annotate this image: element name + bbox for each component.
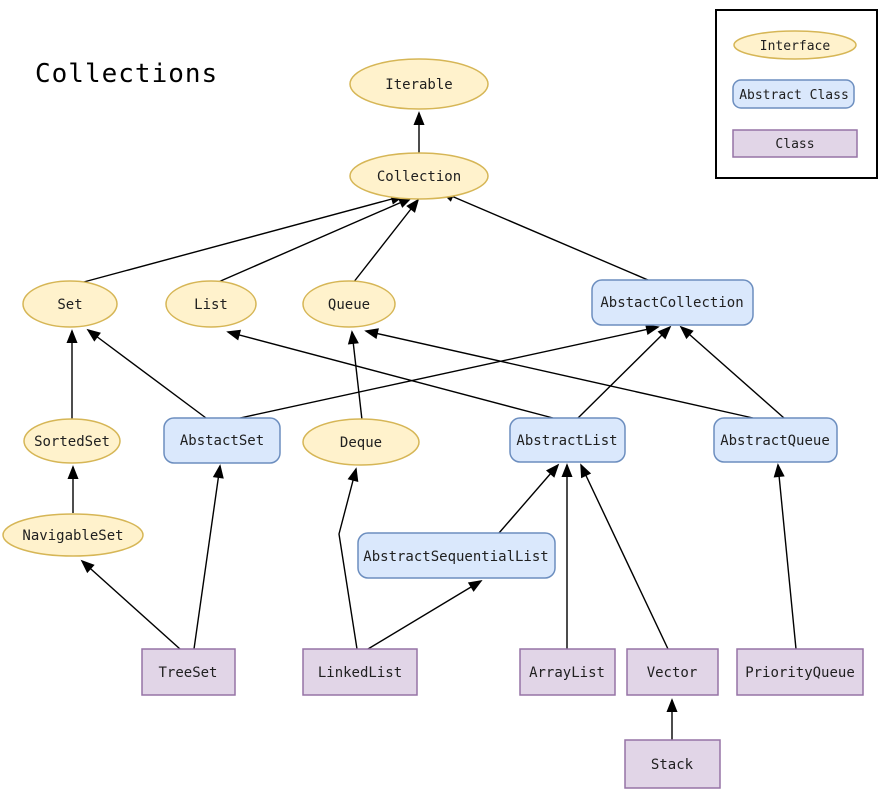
edge-abstactset-to-abstactcollection — [239, 324, 660, 419]
node-abstractqueue[interactable]: AbstractQueue — [713, 417, 838, 463]
edge-vector-to-abstractlist — [580, 463, 669, 650]
legend-interface-shape — [733, 30, 857, 60]
node-iterable-label: Iterable — [385, 77, 452, 93]
node-abstractlist-label: AbstractList — [516, 433, 617, 449]
node-stack[interactable]: Stack — [624, 739, 721, 789]
legend-abstract-class-shape — [732, 79, 855, 109]
node-arraylist-label: ArrayList — [529, 665, 605, 681]
node-collection[interactable]: Collection — [349, 152, 489, 200]
edge-priorityqueue-to-abstractqueue — [773, 463, 797, 650]
legend: Interface Abstract Class Class — [715, 9, 878, 179]
edge-abstractlist-to-list — [226, 329, 554, 419]
node-linkedlist[interactable]: LinkedList — [302, 648, 418, 696]
node-arraylist[interactable]: ArrayList — [519, 648, 616, 696]
node-abstactset[interactable]: AbstactSet — [163, 417, 281, 464]
node-list-label: List — [194, 297, 228, 313]
edge-abstactcollection-to-collection — [440, 191, 649, 281]
legend-abstract-class-label: Abstract Class — [739, 88, 849, 103]
node-navigableset[interactable]: NavigableSet — [2, 513, 144, 557]
node-linkedlist-label: LinkedList — [318, 665, 402, 681]
node-iterable[interactable]: Iterable — [349, 58, 489, 110]
node-deque[interactable]: Deque — [302, 418, 420, 466]
node-collection-label: Collection — [377, 169, 461, 185]
node-stack-label: Stack — [651, 757, 694, 773]
node-vector[interactable]: Vector — [626, 648, 719, 696]
node-list[interactable]: List — [165, 280, 257, 328]
node-queue[interactable]: Queue — [302, 280, 396, 328]
legend-interface-label: Interface — [760, 39, 831, 54]
edge-linkedlist-to-abstractsequentiallist — [367, 580, 483, 650]
node-treeset[interactable]: TreeSet — [141, 648, 236, 696]
node-vector-label: Vector — [647, 665, 698, 681]
edges — [66, 111, 797, 740]
node-set[interactable]: Set — [22, 280, 118, 328]
edge-set-to-collection — [79, 193, 405, 284]
edge-abstractlist-to-abstactcollection — [577, 325, 672, 419]
edge-deque-to-queue — [347, 330, 363, 421]
node-abstactcollection-label: AbstactCollection — [600, 295, 743, 311]
diagram-title: Collections — [35, 59, 218, 89]
edge-abstractqueue-to-abstactcollection — [679, 325, 785, 419]
node-abstractqueue-label: AbstractQueue — [720, 433, 830, 449]
node-abstractlist[interactable]: AbstractList — [509, 417, 626, 463]
node-sortedset[interactable]: SortedSet — [23, 418, 121, 464]
node-priorityqueue-label: PriorityQueue — [745, 665, 855, 681]
node-set-label: Set — [57, 297, 82, 313]
edge-treeset-to-abstactset — [193, 464, 224, 650]
legend-class-label: Class — [775, 137, 814, 152]
node-navigableset-label: NavigableSet — [22, 528, 123, 544]
node-abstactset-label: AbstactSet — [180, 433, 264, 449]
node-queue-label: Queue — [328, 297, 370, 313]
node-treeset-label: TreeSet — [158, 665, 217, 681]
node-deque-label: Deque — [340, 435, 382, 451]
legend-class-shape — [732, 129, 858, 158]
node-abstractsequentiallist[interactable]: AbstractSequentialList — [357, 532, 556, 579]
node-abstactcollection[interactable]: AbstactCollection — [591, 279, 754, 326]
edge-abstractqueue-to-queue — [364, 328, 754, 419]
node-sortedset-label: SortedSet — [34, 434, 110, 450]
node-abstractsequentiallist-label: AbstractSequentialList — [363, 549, 548, 565]
edge-linkedlist-to-deque — [338, 467, 359, 650]
edge-abstactset-to-set — [86, 328, 207, 419]
edge-abstractsequentiallist-to-abstractlist — [498, 463, 560, 534]
edge-queue-to-collection — [352, 198, 420, 284]
edge-treeset-to-navigableset — [80, 559, 181, 650]
edge-list-to-collection — [215, 197, 413, 284]
node-priorityqueue[interactable]: PriorityQueue — [736, 648, 864, 696]
